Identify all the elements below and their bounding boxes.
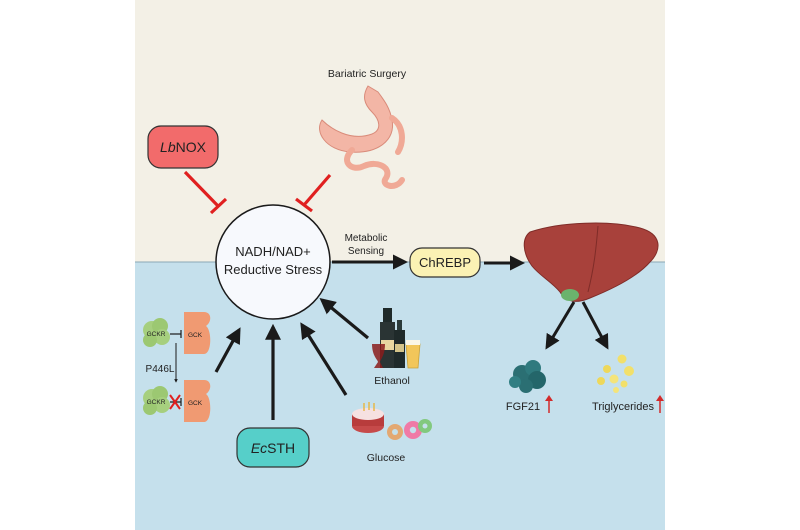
arrow-to-triglycerides <box>581 301 609 350</box>
glucose-label: Glucose <box>367 452 406 464</box>
lbnox-inhibition <box>183 170 228 215</box>
gck-label-top: GCK <box>188 332 203 339</box>
gckr-blob-top <box>143 318 170 347</box>
ecsth-node: EcSTH <box>236 427 310 468</box>
svg-text:EcSTH: EcSTH <box>251 440 295 456</box>
nadh-line1: NADH/NAD+ <box>235 244 311 259</box>
fgf21-protein-illustration <box>509 360 546 393</box>
ecsth-italic: Ec <box>251 440 267 456</box>
triglycerides-illustration <box>597 354 634 393</box>
ethanol-illustration <box>372 308 421 369</box>
chrebp-label: ChREBP <box>419 255 471 270</box>
sensing-label: Sensing <box>348 246 384 257</box>
ecsth-rest: STH <box>267 440 295 456</box>
arrow-glucose-to-center <box>300 322 348 396</box>
arrow-ethanol-to-center <box>319 297 370 340</box>
ethanol-label: Ethanol <box>374 375 410 387</box>
lbnox-rest: NOX <box>176 139 207 155</box>
stomach-illustration <box>319 85 405 189</box>
p446l-label: P446L <box>146 364 175 375</box>
bariatric-inhibition <box>295 173 332 213</box>
fgf21-label: FGF21 <box>506 401 540 413</box>
arrow-to-fgf21 <box>545 301 576 350</box>
gckr-gck-complex-top: GCKR GCK <box>143 312 211 354</box>
triglycerides-label: Triglycerides <box>592 401 654 413</box>
bariatric-surgery-label: Bariatric Surgery <box>328 68 407 80</box>
lbnox-node: LbNOX <box>147 125 219 169</box>
glucose-illustration <box>352 402 432 440</box>
gckr-label-bottom: GCKR <box>147 399 166 406</box>
fgf21-up-arrow <box>545 395 553 413</box>
liver-illustration <box>523 222 659 302</box>
bottom-background <box>135 262 665 530</box>
gckr-blob-bottom <box>143 386 170 415</box>
nadh-line2: Reductive Stress <box>224 262 323 277</box>
gckr-label-top: GCKR <box>147 331 166 338</box>
svg-text:LbNOX: LbNOX <box>160 139 207 155</box>
lbnox-italic: Lb <box>160 139 176 155</box>
arrow-gck-to-center <box>214 327 241 373</box>
gck-label-bottom: GCK <box>188 400 203 407</box>
gckr-gck-complex-bottom: GCKR GCK <box>143 380 211 422</box>
metabolic-label: Metabolic <box>345 233 388 244</box>
blocked-x-icon <box>169 394 181 410</box>
triglycerides-up-arrow <box>656 395 664 413</box>
chrebp-node: ChREBP <box>409 247 481 278</box>
nadh-nad-node: NADH/NAD+ Reductive Stress <box>215 204 331 320</box>
